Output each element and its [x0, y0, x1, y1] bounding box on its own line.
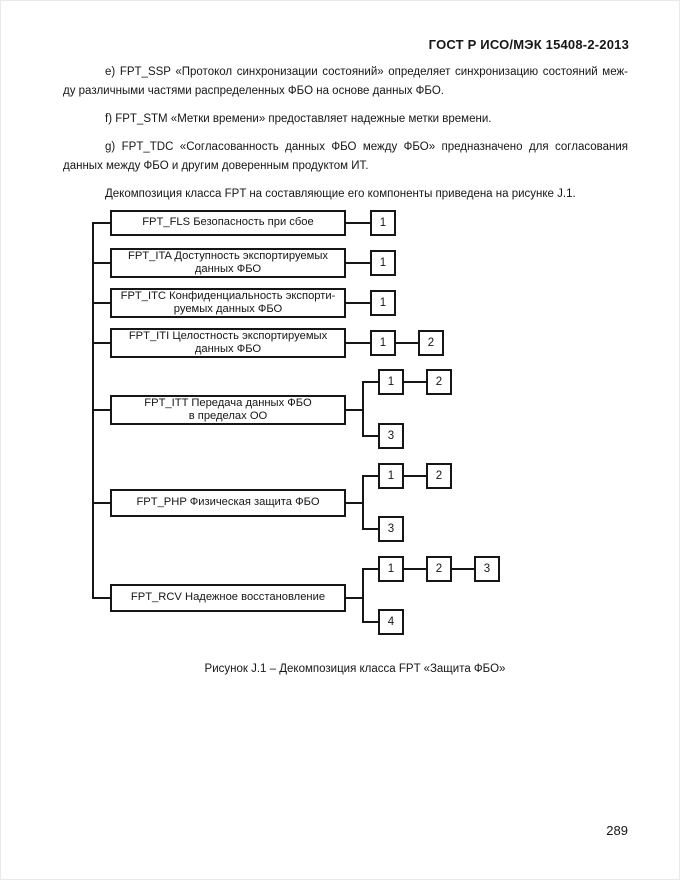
family-label: FPT_RCV Надежное восстановление	[130, 591, 326, 604]
component-box: 1	[378, 463, 404, 489]
connector-line	[346, 409, 362, 411]
component-box: 1	[378, 556, 404, 582]
component-box: 2	[426, 556, 452, 582]
component-box: 3	[378, 423, 404, 449]
connector-line	[346, 262, 370, 264]
component-box: 1	[370, 210, 396, 236]
connector-line	[346, 597, 362, 599]
family-box: FPT_FLS Безопасность при сбое	[110, 210, 346, 236]
component-box: 1	[370, 250, 396, 276]
connector-line	[92, 222, 110, 224]
component-box: 1	[370, 290, 396, 316]
connector-line	[346, 302, 370, 304]
component-box: 2	[418, 330, 444, 356]
family-label: FPT_ITI Целостность экспортируемых	[128, 329, 328, 342]
connector-line	[364, 528, 378, 530]
connector-line	[364, 381, 378, 383]
connector-line	[92, 342, 110, 344]
family-label: FPT_ITC Конфиденциальность экспорти-	[120, 289, 336, 302]
connector-line	[92, 502, 110, 504]
connector-line	[92, 409, 110, 411]
family-box: FPT_RCV Надежное восстановление	[110, 584, 346, 612]
connector-line	[404, 568, 426, 570]
text-line: g) FPT_TDC «Согласованность данных ФБО м…	[105, 141, 628, 153]
page-number: 289	[606, 823, 628, 838]
connector-line	[404, 475, 426, 477]
connector-line	[396, 342, 418, 344]
connector-line	[364, 621, 378, 623]
branch-line	[362, 475, 364, 530]
component-box: 2	[426, 463, 452, 489]
connector-line	[92, 302, 110, 304]
connector-line	[364, 435, 378, 437]
connector-line	[404, 381, 426, 383]
text-line: Декомпозиция класса FPT на составляющие …	[105, 188, 576, 200]
component-box: 3	[474, 556, 500, 582]
connector-line	[92, 597, 110, 599]
connector-line	[364, 568, 378, 570]
family-label: FPT_PHP Физическая защита ФБО	[136, 496, 320, 509]
text-line: данных между ФБО и другим доверенным про…	[63, 160, 369, 172]
family-label: FPT_ITT Передача данных ФБО	[144, 396, 312, 409]
component-box: 1	[378, 369, 404, 395]
body-text-block: e) FPT_SSP «Протокол синхронизации состо…	[63, 63, 628, 204]
component-box: 3	[378, 516, 404, 542]
text-line: f) FPT_STM «Метки времени» предоставляет…	[105, 113, 492, 125]
component-box: 1	[370, 330, 396, 356]
text-line: e) FPT_SSP «Протокол синхронизации состо…	[105, 66, 628, 78]
branch-line	[362, 381, 364, 437]
family-box: FPT_ITC Конфиденциальность экспорти-руем…	[110, 288, 346, 318]
family-label: руемых данных ФБО	[173, 303, 283, 315]
branch-line	[362, 568, 364, 623]
connector-line	[346, 502, 362, 504]
component-box: 4	[378, 609, 404, 635]
connector-line	[92, 262, 110, 264]
text-line: ду различными частями распределенных ФБО…	[63, 85, 444, 97]
family-label: в пределах ОО	[188, 410, 268, 422]
figure-caption: Рисунок J.1 – Декомпозиция класса FPT «З…	[204, 663, 506, 675]
running-header: ГОСТ Р ИСО/МЭК 15408-2-2013	[428, 37, 629, 52]
component-box: 2	[426, 369, 452, 395]
connector-line	[364, 475, 378, 477]
connector-line	[452, 568, 474, 570]
connector-line	[346, 342, 370, 344]
family-label: данных ФБО	[194, 263, 262, 275]
family-label: FPT_ITA Доступность экспортируемых	[128, 249, 328, 262]
family-label: FPT_FLS Безопасность при сбое	[142, 216, 314, 229]
family-box: FPT_PHP Физическая защита ФБО	[110, 489, 346, 517]
family-label: данных ФБО	[194, 343, 262, 355]
connector-line	[346, 222, 370, 224]
